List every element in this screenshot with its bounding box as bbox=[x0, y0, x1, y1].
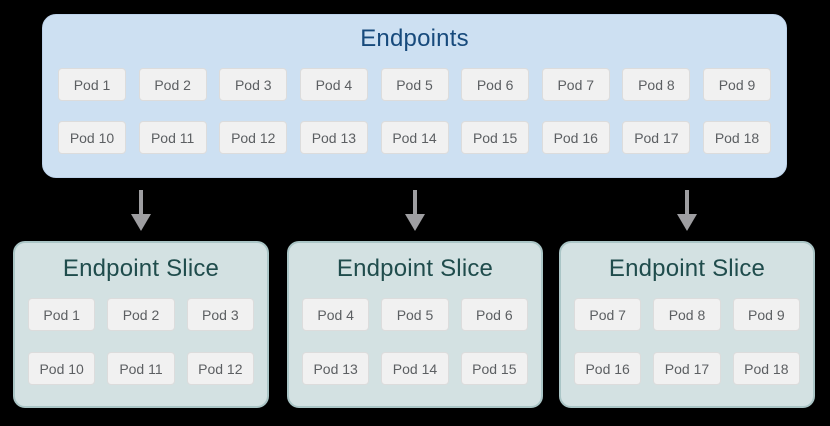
pod-chip: Pod 12 bbox=[186, 352, 254, 385]
pod-chip: Pod 12 bbox=[219, 121, 288, 154]
down-arrow-icon bbox=[677, 190, 697, 232]
pod-chip: Pod 3 bbox=[186, 298, 254, 331]
pod-chip: Pod 15 bbox=[460, 352, 528, 385]
pod-chip: Pod 14 bbox=[380, 121, 449, 154]
pod-chip: Pod 7 bbox=[574, 298, 642, 331]
pod-chip: Pod 17 bbox=[653, 352, 721, 385]
endpoint-slice-box-1: Endpoint Slice Pod 1 Pod 2 Pod 3 Pod 10 … bbox=[13, 241, 269, 408]
arrow-stem bbox=[413, 190, 417, 214]
endpoint-slice-title: Endpoint Slice bbox=[336, 255, 494, 282]
pod-chip: Pod 16 bbox=[574, 352, 642, 385]
slice-pod-row-1: Pod 4 Pod 5 Pod 6 bbox=[289, 298, 541, 331]
pod-chip: Pod 4 bbox=[299, 68, 368, 101]
pod-chip: Pod 14 bbox=[381, 352, 449, 385]
arrow-stem bbox=[139, 190, 143, 214]
endpoint-slice-title: Endpoint Slice bbox=[62, 255, 220, 282]
endpoints-pod-row-2: Pod 10 Pod 11 Pod 12 Pod 13 Pod 14 Pod 1… bbox=[43, 121, 786, 154]
pod-chip: Pod 5 bbox=[380, 68, 449, 101]
slice-pod-row-2: Pod 13 Pod 14 Pod 15 bbox=[289, 352, 541, 385]
endpoint-slice-box-2: Endpoint Slice Pod 4 Pod 5 Pod 6 Pod 13 … bbox=[287, 241, 543, 408]
pod-chip: Pod 4 bbox=[302, 298, 370, 331]
slice-pod-row-2: Pod 16 Pod 17 Pod 18 bbox=[561, 352, 813, 385]
pod-chip: Pod 1 bbox=[58, 68, 126, 101]
slice-pod-row-1: Pod 7 Pod 8 Pod 9 bbox=[561, 298, 813, 331]
endpoint-slice-box-3: Endpoint Slice Pod 7 Pod 8 Pod 9 Pod 16 … bbox=[559, 241, 815, 408]
endpoints-box: Endpoints Pod 1 Pod 2 Pod 3 Pod 4 Pod 5 … bbox=[42, 14, 787, 178]
pod-chip: Pod 11 bbox=[138, 121, 207, 154]
pod-chip: Pod 10 bbox=[58, 121, 126, 154]
pod-chip: Pod 18 bbox=[732, 352, 800, 385]
pod-chip: Pod 8 bbox=[653, 298, 721, 331]
pod-chip: Pod 13 bbox=[302, 352, 370, 385]
pod-chip: Pod 5 bbox=[381, 298, 449, 331]
pod-chip: Pod 3 bbox=[219, 68, 288, 101]
pod-chip: Pod 9 bbox=[703, 68, 771, 101]
pod-chip: Pod 9 bbox=[732, 298, 800, 331]
arrow-head bbox=[677, 214, 697, 231]
down-arrow-icon bbox=[131, 190, 151, 232]
pod-chip: Pod 18 bbox=[703, 121, 771, 154]
pod-chip: Pod 2 bbox=[107, 298, 175, 331]
pod-chip: Pod 7 bbox=[541, 68, 610, 101]
pod-chip: Pod 13 bbox=[299, 121, 368, 154]
pod-chip: Pod 17 bbox=[622, 121, 691, 154]
pod-chip: Pod 10 bbox=[28, 352, 96, 385]
endpoints-title: Endpoints bbox=[360, 25, 469, 52]
pod-chip: Pod 8 bbox=[622, 68, 691, 101]
arrow-stem bbox=[685, 190, 689, 214]
pod-chip: Pod 1 bbox=[28, 298, 96, 331]
pod-chip: Pod 6 bbox=[460, 298, 528, 331]
pod-chip: Pod 11 bbox=[107, 352, 175, 385]
slice-pod-row-2: Pod 10 Pod 11 Pod 12 bbox=[15, 352, 267, 385]
arrow-head bbox=[405, 214, 425, 231]
endpoints-pod-row-1: Pod 1 Pod 2 Pod 3 Pod 4 Pod 5 Pod 6 Pod … bbox=[43, 68, 786, 101]
pod-chip: Pod 16 bbox=[541, 121, 610, 154]
pod-chip: Pod 2 bbox=[138, 68, 207, 101]
pod-chip: Pod 6 bbox=[461, 68, 530, 101]
slice-pod-row-1: Pod 1 Pod 2 Pod 3 bbox=[15, 298, 267, 331]
down-arrow-icon bbox=[405, 190, 425, 232]
pod-chip: Pod 15 bbox=[461, 121, 530, 154]
arrow-head bbox=[131, 214, 151, 231]
endpoint-slice-title: Endpoint Slice bbox=[608, 255, 766, 282]
